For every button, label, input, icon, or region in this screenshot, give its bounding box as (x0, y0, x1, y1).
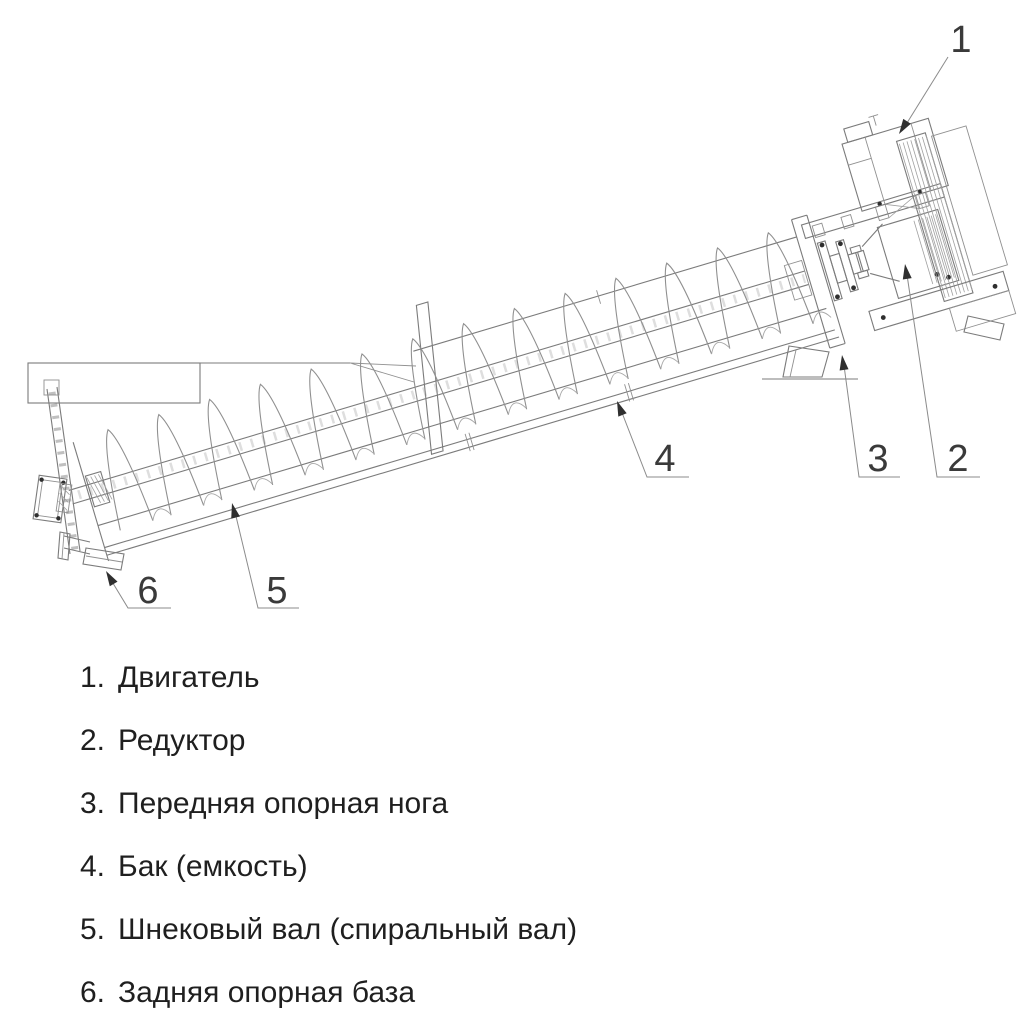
legend-item-label: Шнековый вал (спиральный вал) (118, 912, 578, 946)
legend-item-label: Передняя опорная нога (118, 786, 449, 820)
belt-guard (895, 132, 974, 303)
drive-coupling (783, 223, 900, 302)
legend-item-screw-shaft: 5. Шнековый вал (спиральный вал) (0, 898, 1024, 961)
belt-guard-hatch (898, 135, 973, 299)
legend-item-label: Редуктор (118, 723, 246, 757)
tank-trough (72, 214, 846, 562)
legend-item-number: 2. (80, 723, 106, 757)
callout-6-leader (107, 574, 171, 609)
legend-item-tank: 4. Бак (емкость) (0, 835, 1024, 898)
callout-3-arrow-icon (839, 355, 849, 371)
callout-1-arrow-icon (899, 118, 911, 134)
screw-flight-path (106, 231, 814, 531)
stiffener-plate (415, 301, 444, 455)
legend-item-label: Задняя опорная база (118, 975, 416, 1009)
legend-item-front-leg: 3. Передняя опорная нога (0, 772, 1024, 835)
rear-bearing-housing (32, 474, 68, 524)
callout-2-label: 2 (947, 438, 968, 480)
rear-bearing-cap (55, 482, 73, 514)
legend-list: 1. Двигатель 2. Редуктор 3. Передняя опо… (0, 646, 1024, 1019)
legend-item-label: Двигатель (118, 660, 260, 694)
rear-end-mast (43, 379, 81, 555)
trough-bottom-outer (104, 329, 835, 549)
trough-joint-seams (464, 290, 634, 452)
shaft-bottom-edge (72, 283, 809, 505)
callout-5: 5 (231, 503, 299, 612)
callout-1-label: 1 (950, 19, 971, 61)
callout-1: 1 (899, 19, 972, 134)
legend-item-number: 6. (80, 975, 106, 1009)
callout-3-leader (842, 357, 900, 478)
gland-hatch (86, 474, 113, 504)
shaft-top-edge (68, 270, 805, 491)
callout-5-leader (233, 507, 299, 609)
trough-right-end-plate (790, 214, 846, 349)
legend-item-label: Бак (емкость) (118, 849, 308, 883)
legend-item-number: 3. (80, 786, 106, 820)
legend-item-rear-base: 6. Задняя опорная база (0, 961, 1024, 1019)
shaft-gland (84, 470, 113, 508)
callout-1-leader (901, 56, 949, 132)
trough-far-wall-edge (413, 236, 797, 352)
callout-3-label: 3 (867, 438, 888, 480)
rear-support-base (82, 547, 125, 571)
front-base-frame (868, 125, 1017, 332)
technical-drawing: 1 2 3 4 (27, 19, 1017, 612)
electric-motor (841, 114, 949, 212)
callout-4-leader (618, 404, 689, 478)
callout-6: 6 (106, 570, 171, 612)
front-support-leg (762, 345, 858, 380)
callout-2: 2 (902, 264, 980, 480)
shaft-rib-ticks (77, 273, 807, 500)
callout-6-label: 6 (137, 570, 158, 612)
callout-2-leader (905, 267, 980, 478)
drain-stub (57, 531, 91, 561)
legend-item-number: 4. (80, 849, 106, 883)
callout-4: 4 (617, 401, 689, 480)
screw-flight-back-path (152, 311, 832, 521)
legend-item-number: 1. (80, 660, 106, 694)
callout-4-arrow-icon (617, 401, 627, 417)
callouts: 1 2 3 4 (106, 19, 980, 612)
legend-item-motor: 1. Двигатель (0, 646, 1024, 709)
gearbox-reducer (876, 208, 960, 300)
callout-2-arrow-icon (902, 264, 912, 280)
front-base-step (963, 315, 1005, 341)
feed-box (27, 362, 417, 404)
gearbox-fins-hatch (913, 214, 955, 285)
callout-6-arrow-icon (106, 571, 118, 587)
screw-shaft (68, 270, 809, 508)
callout-5-arrow-icon (231, 503, 240, 519)
legend-item-reducer: 2. Редуктор (0, 709, 1024, 772)
callout-3: 3 (839, 355, 900, 480)
callout-4-label: 4 (654, 438, 675, 480)
trough-left-end-plate (72, 442, 110, 562)
callout-5-label: 5 (266, 570, 287, 612)
legend-item-number: 5. (80, 912, 106, 946)
conveyor-body (68, 114, 1017, 562)
